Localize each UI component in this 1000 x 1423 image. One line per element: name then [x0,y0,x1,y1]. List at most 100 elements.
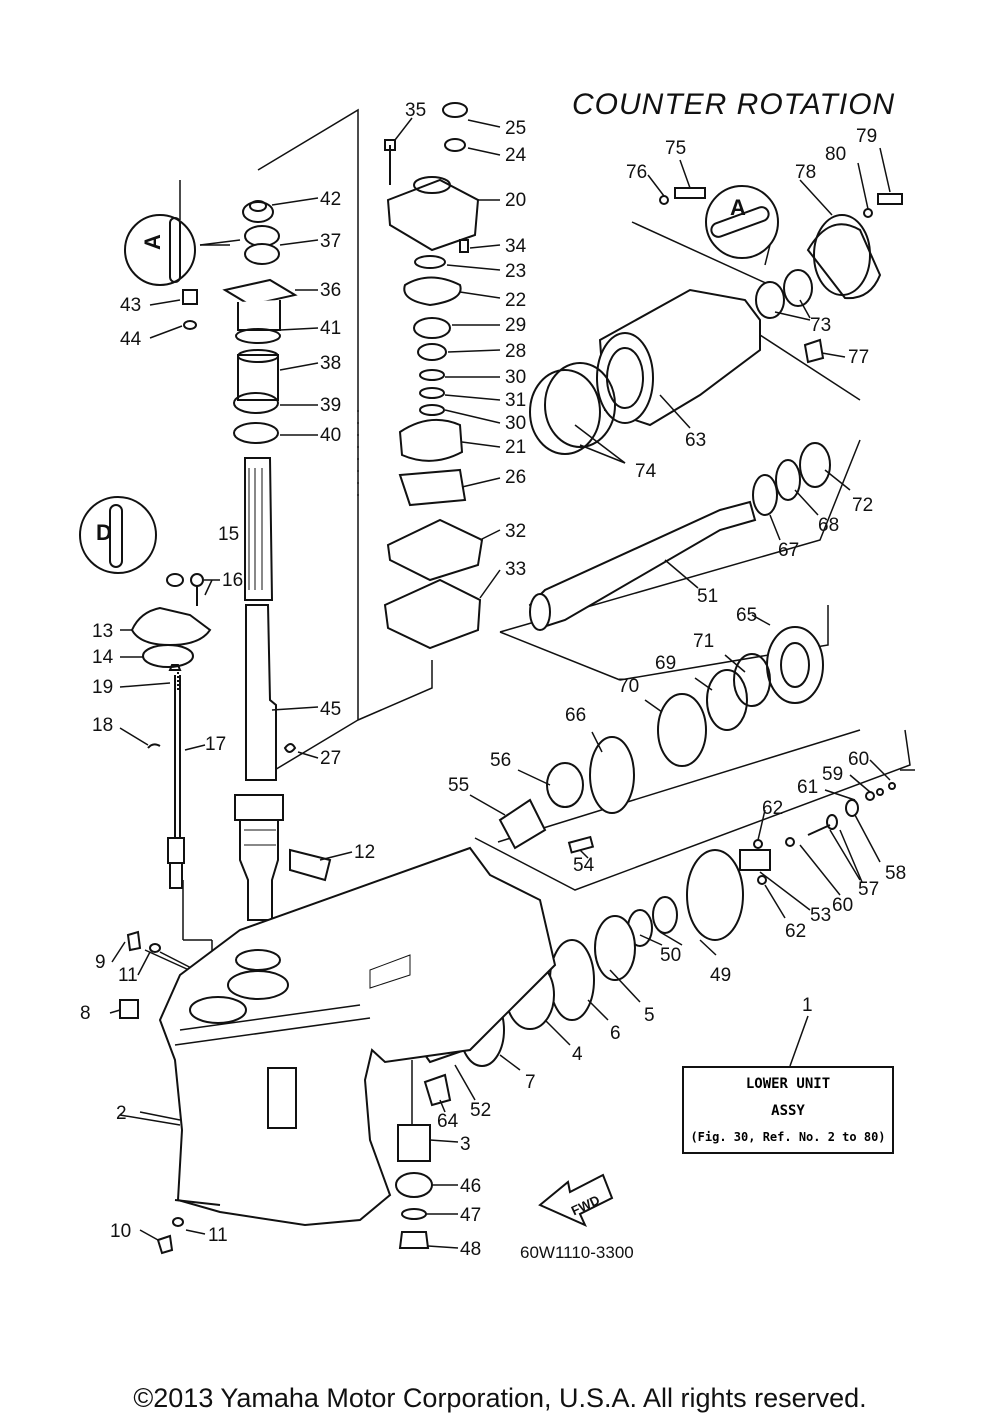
callout-label: 50 [660,945,682,966]
callout-label: 65 [736,605,758,626]
callout-label: 62 [785,921,807,942]
callout-label: 25 [505,118,527,139]
leader-lines [109,117,891,1249]
callout-label: 24 [505,145,527,166]
callout-label: 9 [95,952,106,973]
callout-label: 1 [802,995,813,1016]
callout-label: 31 [505,390,527,411]
assembly-box-line3: (Fig. 30, Ref. No. 2 to 80) [690,1130,886,1144]
callout-label: 80 [825,144,847,165]
callout-label: 44 [120,329,142,350]
callout-label: 8 [80,1003,91,1024]
callout-label: 72 [852,495,874,516]
callout-label: 33 [505,559,527,580]
assembly-box-line1: LOWER UNIT [745,1076,831,1092]
callout-label: 61 [797,777,819,798]
callout-label: 43 [120,295,142,316]
callout-label: 46 [460,1176,482,1197]
callout-label: 68 [818,515,840,536]
callout-label: 42 [320,189,342,210]
callout-label: 14 [92,647,114,668]
callout-label: 78 [795,162,817,183]
callout-label: 47 [460,1205,482,1226]
callout-label: 56 [490,750,512,771]
callout-label: 49 [710,965,732,986]
callout-label: 63 [685,430,707,451]
callout-label: 16 [222,570,244,591]
fastener-parts [119,743,297,1255]
gear-case-illustration [158,846,557,1227]
callout-label: 7 [525,1072,536,1093]
page-title: COUNTER ROTATION [572,88,896,121]
callout-label: 15 [218,524,240,545]
callout-label: 17 [205,734,227,755]
copyright-notice: ©2013 Yamaha Motor Corporation, U.S.A. A… [133,1383,867,1413]
svg-text:A: A [140,234,165,250]
callout-label: 36 [320,280,342,301]
callout-label: 18 [92,715,114,736]
assembly-reference-box: LOWER UNIT ASSY (Fig. 30, Ref. No. 2 to … [682,1066,894,1154]
callout-label: 53 [810,905,832,926]
callout-label: 67 [778,540,800,561]
callout-label: 59 [822,764,844,785]
propeller-shaft-housing-parts [529,187,903,455]
callout-label: 54 [573,855,595,876]
callout-label: 32 [505,521,527,542]
callout-label: 79 [856,126,878,147]
callout-label: 5 [644,1005,655,1026]
callout-label: 69 [655,653,677,674]
callout-label: 23 [505,261,527,282]
callout-label: 38 [320,353,342,374]
callout-label: 77 [848,347,870,368]
callout-label: 11 [208,1225,228,1246]
callout-label: 11 [118,965,138,986]
callout-label: 70 [618,676,640,697]
callout-label: 58 [885,863,907,884]
callout-label: 45 [320,699,342,720]
callout-label: 37 [320,231,342,252]
callout-label: 39 [320,395,342,416]
callout-label: 2 [116,1103,127,1124]
callout-label: 73 [810,315,832,336]
shift-rod-illustration [167,664,185,889]
callout-label: 55 [448,775,470,796]
svg-text:A: A [730,195,746,220]
callout-label: 40 [320,425,342,446]
callout-label: 26 [505,467,527,488]
diagram-code: 60W1110-3300 [520,1243,634,1262]
callout-label: 64 [437,1111,459,1132]
callout-label: 60 [848,749,870,770]
callout-label: 28 [505,341,527,362]
callout-label: 29 [505,315,527,336]
callout-label: 75 [665,138,687,159]
callout-label: 27 [320,748,342,769]
svg-text:D: D [96,520,112,545]
callout-label: 10 [110,1221,132,1242]
callout-label: 51 [697,586,719,607]
callout-label: 20 [505,190,527,211]
oil-seal-housing-stack [182,200,298,444]
propeller-shaft-illustration [498,442,831,854]
callout-label: 35 [405,100,427,121]
drive-shaft-illustration [234,457,284,921]
shift-rod-holder-illustration [130,573,212,690]
callout-label: 48 [460,1239,482,1260]
callout-label: 19 [92,677,114,698]
callout-label: 13 [92,621,114,642]
assembly-box-line2: ASSY [771,1103,805,1119]
callout-label: 21 [505,437,527,458]
callout-label: 6 [610,1023,621,1044]
callout-label: 76 [626,162,648,183]
callout-label: 60 [832,895,854,916]
callout-label: 41 [320,318,342,339]
callout-label: 74 [635,461,657,482]
callout-label: 12 [354,842,376,863]
callout-label: 34 [505,236,527,257]
water-pump-parts [383,102,484,650]
callout-label: 3 [460,1134,471,1155]
callout-label: 62 [762,798,784,819]
callout-label: 57 [858,879,880,900]
callout-label: 22 [505,290,527,311]
lubricant-symbols: A D A [79,185,779,574]
